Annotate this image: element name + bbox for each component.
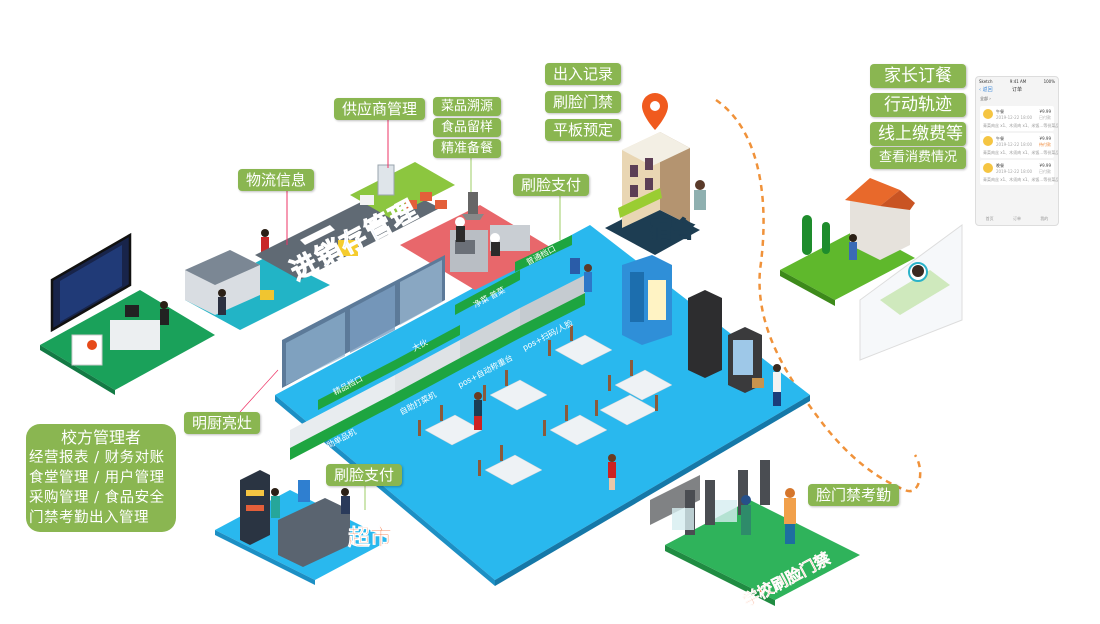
- admin-line-3: 采购管理 / 食品安全: [29, 490, 165, 506]
- supplier-district: [350, 162, 455, 218]
- order-status: 待付款: [1039, 142, 1051, 147]
- phone-status-bar: Sketch 9:41 AM 100%: [976, 77, 1058, 87]
- order-desc: 青菜肉丝 x1、木须肉 x1、米饭…等份菜品: [983, 123, 1059, 128]
- order-price: ¥9.99: [1039, 136, 1051, 141]
- order-meal: 午餐: [996, 136, 1004, 141]
- tag-face-pay-market: 刷脸支付: [326, 464, 403, 486]
- tag-parent-ordering: 家长订餐: [870, 64, 966, 88]
- order-card[interactable]: 晚餐 2019-12-22 18:00 ¥9.99 已付款 青菜肉丝 x1、木须…: [980, 160, 1059, 185]
- connector-kitchen: [239, 369, 279, 413]
- avatar: [983, 136, 993, 146]
- checkout-counter: [278, 498, 350, 567]
- order-filter[interactable]: 全部 ›: [980, 96, 991, 101]
- admin-line-2: 食堂管理 / 用户管理: [29, 470, 165, 486]
- phone-title: 订单: [1011, 87, 1022, 93]
- tag-open-kitchen: 明厨亮灶: [184, 412, 261, 434]
- tag-face-access: 刷脸门禁: [545, 91, 622, 113]
- admin-line-1: 经营报表 / 财务对账: [29, 450, 165, 466]
- tag-gate-attendance: 脸门禁考勤: [808, 484, 900, 506]
- tag-access-records: 出入记录: [545, 63, 622, 85]
- back-button[interactable]: ‹ 返回: [979, 87, 993, 93]
- tag-logistics-info: 物流信息: [238, 169, 315, 191]
- order-date: 2019-12-22 18:00: [996, 142, 1033, 147]
- order-date: 2019-12-22 18:00: [996, 169, 1033, 174]
- order-price: ¥9.99: [1039, 163, 1051, 168]
- location-pin-icon: [642, 93, 668, 130]
- tag-online-payment: 线上缴费等: [870, 122, 966, 146]
- status-carrier: Sketch: [979, 79, 993, 84]
- order-status: 已付款: [1039, 169, 1051, 174]
- status-battery: 100%: [1043, 79, 1055, 84]
- order-desc: 青菜肉丝 x1、木须肉 x1、米饭…等份菜品: [983, 150, 1059, 155]
- tab-orders[interactable]: 订单: [1012, 216, 1021, 221]
- order-price: ¥9.99: [1039, 109, 1051, 114]
- avatar: [983, 163, 993, 173]
- admin-title: 校方管理者: [60, 428, 141, 447]
- admin-line-4: 门禁考勤出入管理: [29, 510, 149, 526]
- order-card[interactable]: 午餐 2019-12-22 18:00 ¥9.99 待付款 青菜肉丝 x1、木须…: [980, 133, 1059, 158]
- order-desc: 青菜肉丝 x1、木须肉 x1、米饭…等份菜品: [983, 177, 1059, 182]
- order-card[interactable]: 午餐 2019-12-22 18:00 ¥9.99 已付款 青菜肉丝 x1、木须…: [980, 106, 1059, 131]
- order-date: 2019-12-22 18:00: [996, 115, 1033, 120]
- dining-tables: [424, 334, 673, 486]
- order-meal: 晚餐: [996, 163, 1004, 168]
- tag-precise-prep: 精准备餐: [433, 139, 502, 158]
- fridge: [688, 290, 722, 378]
- status-time: 9:41 AM: [1009, 79, 1027, 84]
- tag-consumption-view: 查看消费情况: [870, 147, 966, 169]
- tag-tablet-booking: 平板预定: [545, 119, 622, 141]
- phone-header: ‹ 返回 订单: [976, 87, 1058, 94]
- tab-me[interactable]: 我的: [1040, 216, 1049, 221]
- order-status: 已付款: [1039, 115, 1051, 120]
- tag-dish-traceability: 菜品溯源: [433, 97, 502, 116]
- order-meal: 午餐: [996, 109, 1004, 114]
- parent-app-phone: Sketch 9:41 AM 100% ‹ 返回 订单 全部 › 午餐 2019…: [975, 76, 1059, 226]
- tag-movement-track: 行动轨迹: [870, 93, 966, 117]
- tag-supplier-management: 供应商管理: [334, 98, 426, 120]
- avatar: [983, 109, 993, 119]
- dorm-label: 宿舍: [649, 217, 695, 244]
- market-label: 超市: [348, 526, 393, 552]
- school-admin-box: 校方管理者 经营报表 / 财务对账 食堂管理 / 用户管理 采购管理 / 食品安…: [26, 424, 176, 532]
- canteen-floor: [275, 225, 810, 580]
- tag-food-sample: 食品留样: [433, 118, 502, 137]
- tab-home[interactable]: 首页: [985, 216, 994, 221]
- phone-tab-bar: 首页 订单 我的: [976, 216, 1058, 222]
- tag-face-pay-canteen: 刷脸支付: [513, 174, 590, 196]
